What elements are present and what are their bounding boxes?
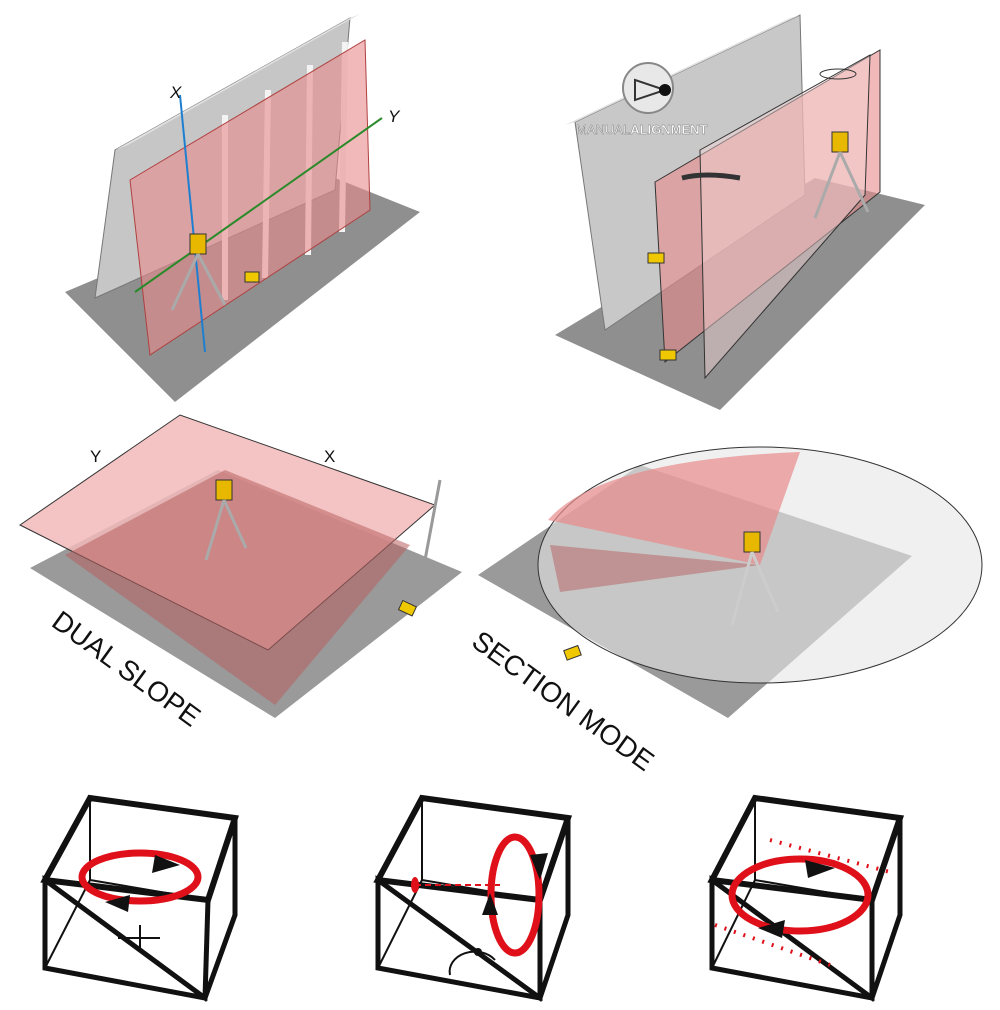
panel-wall-axes: X Y: [65, 14, 420, 402]
detector: [647, 252, 665, 264]
tripod-laser: [813, 131, 870, 219]
grade-rod: [423, 479, 442, 561]
laser-plane: [129, 39, 371, 356]
svg-text:MANUALALIGNMENT: MANUALALIGNMENT: [576, 122, 708, 137]
mode-icon-horizontal-rotation: [40, 794, 239, 1003]
manual-alignment-logo: MANUALALIGNMENT: [576, 62, 708, 137]
logo-text-manual: MANUAL: [576, 122, 630, 137]
y-label: Y: [90, 447, 101, 466]
detector: [563, 644, 582, 661]
mode-icon-tilted-rotation: [707, 794, 905, 1003]
x-label: X: [169, 83, 182, 102]
y-axis-line: [134, 117, 383, 293]
y-label: Y: [388, 107, 401, 126]
panel-manual-alignment: MANUALALIGNMENT: [555, 14, 925, 410]
tripod-laser: [204, 479, 248, 561]
logo-text-alignment: ALIGNMENT: [630, 122, 707, 137]
x-label: X: [324, 447, 335, 466]
rotation-indicator-icon: [819, 68, 857, 80]
laser-plane-shadow: [65, 470, 410, 705]
mode-icon-vertical-rotation: [373, 794, 573, 1003]
laser-plane-rotated: [699, 54, 871, 380]
rotate-arrow-icon: [681, 172, 741, 181]
laser-plane: [654, 49, 881, 363]
detector: [659, 349, 677, 361]
tripod-laser: [170, 233, 227, 311]
detector: [244, 271, 260, 283]
panel-section-mode: SECTION MODE: [466, 446, 983, 777]
panel-dual-slope: Y X DUAL SLOPE: [19, 414, 462, 733]
section-laser-wedge: [548, 452, 800, 565]
detector: [397, 599, 418, 617]
x-axis-line: [179, 94, 206, 353]
tripod-laser: [730, 531, 780, 626]
